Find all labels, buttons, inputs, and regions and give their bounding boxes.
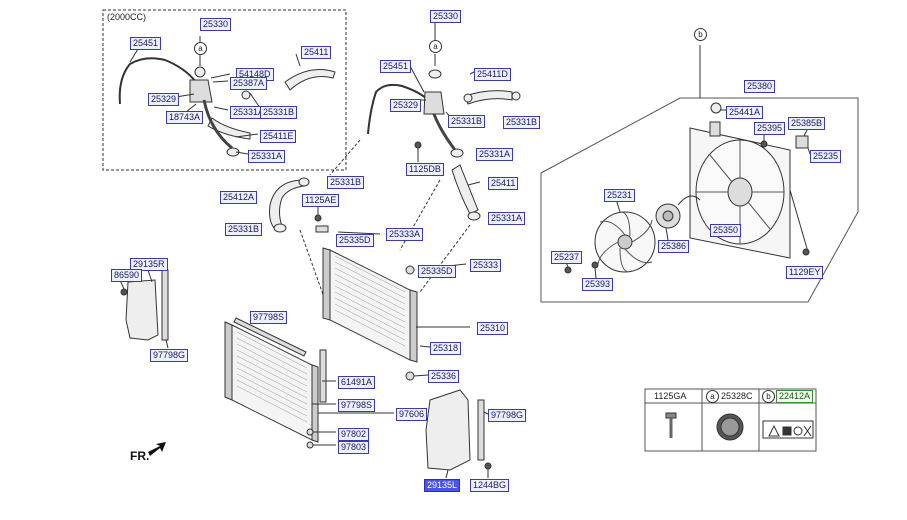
- hose-25412A: [269, 179, 305, 229]
- part-label-97803[interactable]: 97803: [338, 441, 370, 454]
- thermostat-housing-left: [189, 79, 213, 103]
- seal-strip-97798S: [233, 317, 307, 357]
- hose-25451-mid: [367, 83, 429, 135]
- part-label-25335D[interactable]: 25335D: [418, 265, 456, 278]
- warning-label-icon: [762, 420, 814, 439]
- part-label-97798G[interactable]: 97798G: [150, 349, 189, 362]
- part-label-25331A[interactable]: 25331A: [248, 150, 286, 163]
- part-label-25330[interactable]: 25330: [430, 10, 462, 23]
- part-label-25412A[interactable]: 25412A: [220, 191, 258, 204]
- front-direction-arrow: [148, 442, 166, 456]
- part-label-25331B[interactable]: 25331B: [327, 176, 365, 189]
- part-label-1244BG[interactable]: 1244BG: [470, 479, 510, 492]
- part-label-25350[interactable]: 25350: [710, 224, 742, 237]
- part-label-1125DB[interactable]: 1125DB: [406, 163, 444, 176]
- part-label-25395[interactable]: 25395: [754, 122, 786, 135]
- legend-marker-b: b: [762, 390, 775, 403]
- part-label-25441A[interactable]: 25441A: [726, 106, 764, 119]
- hose-25411-mid: [451, 164, 479, 215]
- part-label-25231[interactable]: 25231: [604, 189, 636, 202]
- part-label-25385B[interactable]: 25385B: [788, 117, 826, 130]
- air-guard-29135L: [425, 389, 471, 471]
- air-guard-29135R: [125, 279, 159, 341]
- part-label-29135L[interactable]: 29135L: [424, 479, 461, 492]
- part-label-25451[interactable]: 25451: [130, 37, 162, 50]
- part-label-25237[interactable]: 25237: [551, 251, 583, 264]
- part-label-25329[interactable]: 25329: [390, 99, 422, 112]
- part-label-25386[interactable]: 25386: [658, 240, 690, 253]
- part-label-97798G[interactable]: 97798G: [488, 409, 527, 422]
- part-label-25411D[interactable]: 25411D: [474, 68, 511, 81]
- legend-header-25328C: 25328C: [721, 391, 753, 401]
- part-label-25336[interactable]: 25336: [428, 370, 460, 383]
- seal-61491A: [319, 349, 327, 403]
- part-label-97798S[interactable]: 97798S: [338, 399, 376, 412]
- part-label-61491A[interactable]: 61491A: [338, 376, 376, 389]
- part-label-1129EY[interactable]: 1129EY: [786, 266, 824, 279]
- marker-a: a: [194, 42, 207, 55]
- part-label-25411[interactable]: 25411: [488, 177, 519, 190]
- part-label-29135R[interactable]: 29135R: [130, 258, 168, 271]
- part-label-97802[interactable]: 97802: [338, 428, 370, 441]
- part-label-97606[interactable]: 97606: [396, 408, 428, 421]
- part-label-97798S[interactable]: 97798S: [250, 311, 288, 324]
- part-label-25331B[interactable]: 25331B: [503, 116, 541, 129]
- part-label-25331B[interactable]: 25331B: [260, 106, 298, 119]
- part-label-25411[interactable]: 25411: [301, 46, 332, 59]
- fan-assembly-box: [540, 97, 859, 303]
- part-label-25393[interactable]: 25393: [582, 278, 614, 291]
- part-label-18743A[interactable]: 18743A: [166, 111, 204, 124]
- part-label-25331A[interactable]: 25331A: [230, 106, 268, 119]
- part-label-86590[interactable]: 86590: [111, 269, 143, 282]
- part-label-25310[interactable]: 25310: [477, 322, 509, 335]
- hose-25411D: [464, 90, 513, 105]
- thermostat-housing-mid: [423, 91, 445, 115]
- part-label-25411E[interactable]: 25411E: [260, 130, 297, 143]
- part-label-25331A[interactable]: 25331A: [476, 148, 514, 161]
- part-label-25235[interactable]: 25235: [810, 150, 842, 163]
- legend-marker-a: a: [706, 390, 719, 403]
- hose-25451-left: [118, 57, 197, 105]
- radiator-cap-icon: [716, 413, 744, 441]
- part-label-25451[interactable]: 25451: [380, 60, 412, 73]
- orientation-label: FR.: [130, 449, 150, 463]
- part-label-25330[interactable]: 25330: [200, 18, 232, 31]
- part-label-25329[interactable]: 25329: [148, 93, 180, 106]
- part-label-25331A[interactable]: 25331A: [488, 212, 526, 225]
- marker-a: a: [429, 40, 442, 53]
- part-label-25331B[interactable]: 25331B: [448, 115, 486, 128]
- part-label-25380[interactable]: 25380: [744, 80, 776, 93]
- part-label-25335D[interactable]: 25335D: [336, 234, 374, 247]
- part-label-25333A[interactable]: 25333A: [386, 228, 424, 241]
- part-label-1125AE[interactable]: 1125AE: [302, 194, 340, 207]
- marker-b: b: [694, 28, 707, 41]
- hose-25411-left: [284, 69, 336, 91]
- variant-box: [102, 9, 347, 171]
- legend-header-22412A[interactable]: 22412A: [776, 390, 814, 403]
- part-label-25318[interactable]: 25318: [430, 342, 462, 355]
- radiator-25310: [329, 249, 411, 361]
- part-label-25331B[interactable]: 25331B: [225, 223, 263, 236]
- part-label-25333[interactable]: 25333: [470, 259, 502, 272]
- variant-label: (2000CC): [107, 12, 147, 22]
- part-label-25387A[interactable]: 25387A: [230, 77, 268, 90]
- bolt-icon: [665, 412, 677, 438]
- legend-header-1125GA: 1125GA: [654, 391, 687, 401]
